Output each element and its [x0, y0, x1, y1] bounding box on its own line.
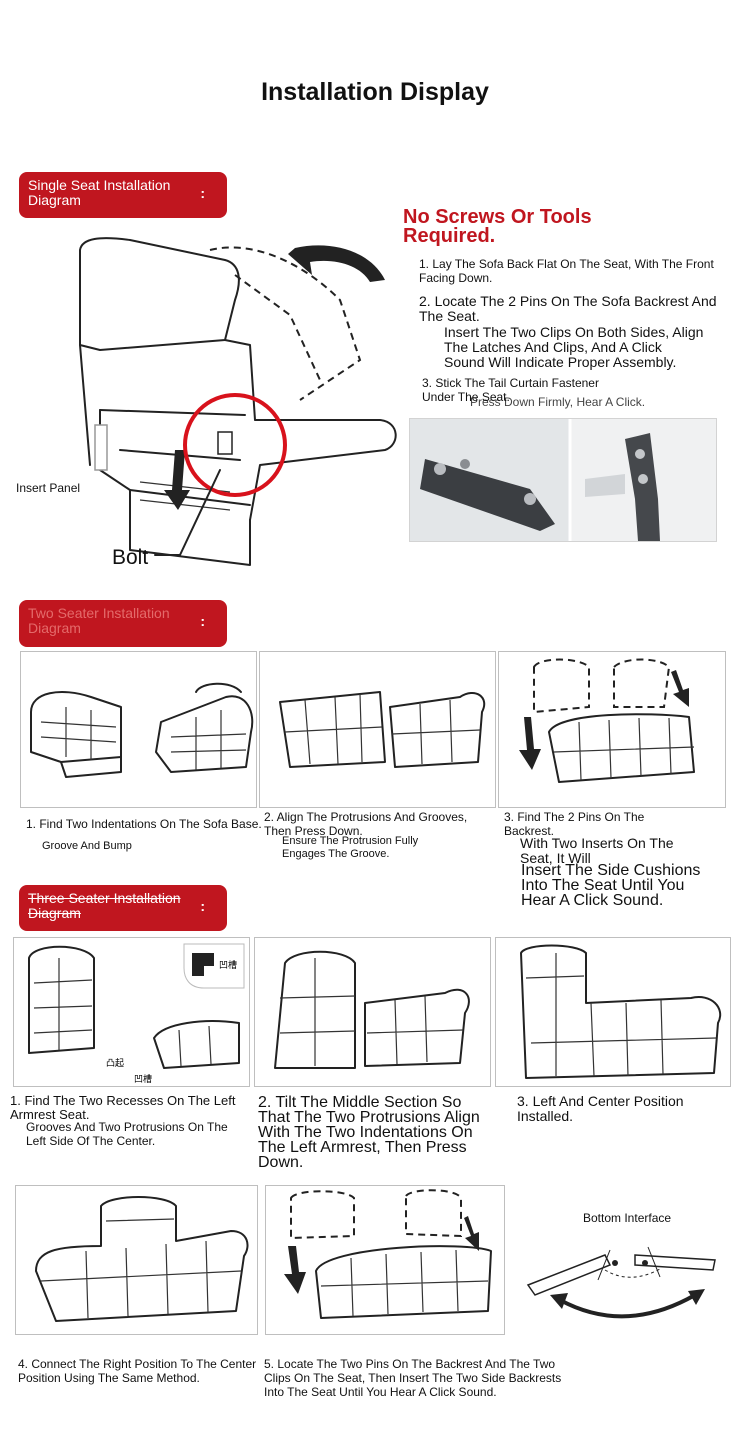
two-seater-badge: Two Seater Installation Diagram :: [19, 600, 227, 647]
single-step-1: 1. Lay The Sofa Back Flat On The Seat, W…: [419, 257, 714, 285]
three-step-2-image: [254, 937, 491, 1087]
badge-colon: :: [200, 185, 205, 201]
three-step-3-image: [495, 937, 731, 1087]
three-step-5: 5. Locate The Two Pins On The Backrest A…: [264, 1357, 562, 1399]
two-seater-badge-label: Two Seater Installation Diagram: [28, 605, 170, 636]
three-step-5-image: [265, 1185, 505, 1335]
two-step-3: 3. Find The 2 Pins On The Backrest.: [504, 810, 645, 838]
three-seater-badge: Three Seater Installation Diagram :: [19, 885, 227, 931]
three-step-4: 4. Connect The Right Position To The Cen…: [18, 1357, 257, 1385]
three-step-4-image: [15, 1185, 258, 1335]
bump-label: 凸起: [106, 1058, 124, 1069]
two-step-2: 2. Align The Protrusions And Grooves, Th…: [264, 810, 468, 838]
three-step-2: 2. Tilt The Middle Section So That The T…: [258, 1094, 480, 1171]
groove-label-1: 凹槽: [219, 959, 237, 971]
badge-colon: :: [200, 613, 205, 629]
single-step-2-detail: Insert The Two Clips On Both Sides, Alig…: [444, 324, 704, 370]
clip-photos: [409, 418, 717, 542]
two-step-2-detail: Ensure The Protrusion Fully Engages The …: [282, 835, 419, 860]
bolt-label: Bolt: [112, 546, 149, 569]
three-seater-badge-label: Three Seater Installation Diagram: [28, 890, 181, 921]
three-step-1: 1. Find The Two Recesses On The Left Arm…: [10, 1093, 236, 1122]
single-step-2-note: Press Down Firmly, Hear A Click.: [470, 395, 646, 409]
two-step-2-image: [259, 651, 496, 808]
two-step-3-image: [498, 651, 726, 808]
two-step-3-action: Insert The Side Cushions Into The Seat U…: [521, 862, 701, 909]
insert-panel-label: Insert Panel: [16, 481, 81, 495]
single-seat-diagram: [79, 237, 397, 566]
page-title: Installation Display: [261, 78, 489, 106]
two-step-1-detail: Groove And Bump: [42, 840, 132, 852]
badge-colon: :: [200, 898, 205, 914]
single-seat-badge-label: Single Seat Installation Diagram: [28, 177, 171, 208]
no-tools-heading: No Screws Or Tools Required.: [403, 206, 592, 247]
two-step-1-image: [20, 651, 257, 808]
two-step-3-detail: With Two Inserts On The Seat, It Will: [520, 835, 674, 866]
groove-label-2: 凹槽: [134, 1073, 152, 1085]
three-step-1-image: 凹槽 凸起 凹槽: [13, 937, 250, 1087]
single-seat-badge: Single Seat Installation Diagram :: [19, 172, 227, 218]
single-step-3: 3. Stick The Tail Curtain Fastener Under…: [422, 376, 599, 404]
three-step-1-detail: Grooves And Two Protrusions On The Left …: [26, 1120, 228, 1148]
three-step-3: 3. Left And Center Position Installed.: [517, 1093, 684, 1124]
bottom-interface-diagram: [526, 1246, 716, 1319]
single-step-2: 2. Locate The 2 Pins On The Sofa Backres…: [419, 293, 717, 324]
two-step-1: 1. Find Two Indentations On The Sofa Bas…: [26, 817, 262, 831]
bottom-interface-label: Bottom Interface: [583, 1211, 672, 1225]
